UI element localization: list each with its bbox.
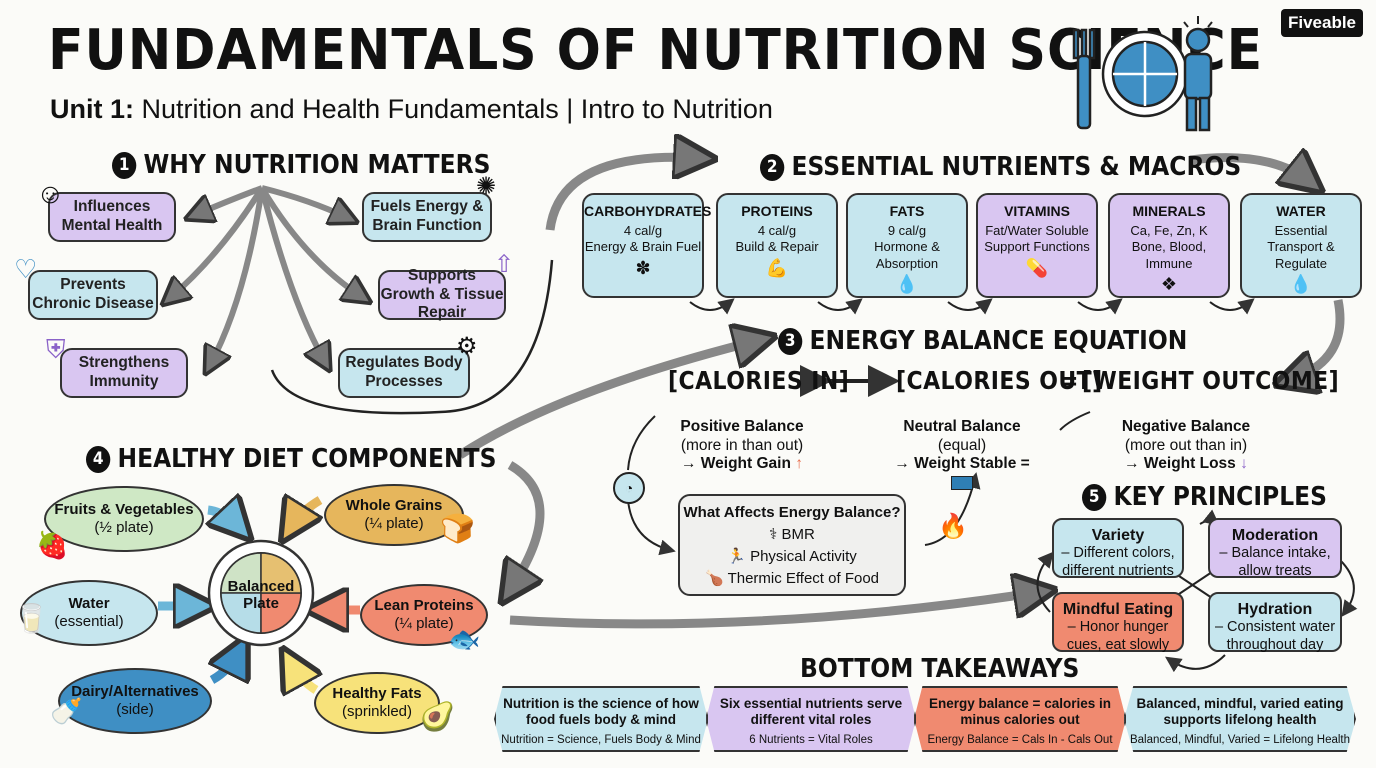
muscle-icon: 💪 <box>765 257 789 278</box>
takeaway-3: Energy balance = calories in minus calor… <box>914 686 1126 752</box>
water-drop-icon: 💧 <box>1289 273 1313 294</box>
section4-number: 4 <box>86 445 111 473</box>
healthy-fats-oval: Healthy Fats(sprinkled) <box>314 672 440 734</box>
fruits-vegetables-oval: Fruits & Vegetables(½ plate) <box>44 486 204 552</box>
energy-factors-title: What Affects Energy Balance? <box>683 504 901 521</box>
body-processes-box: Regulates Body Processes <box>338 348 470 398</box>
avocado-icon: 🥑 <box>420 701 455 732</box>
subtitle-unit: Unit 1: <box>50 94 134 124</box>
positive-balance: Positive Balance (more in than out) → We… <box>680 418 804 473</box>
section2-title: ESSENTIAL NUTRIENTS & MACROS <box>791 152 1242 182</box>
section4-title: HEALTHY DIET COMPONENTS <box>117 444 497 474</box>
milk-bottle-icon: 🍼 <box>50 696 83 726</box>
section3-heading: 3 ENERGY BALANCE EQUATION <box>778 326 1187 356</box>
whole-grains-oval: Whole Grains(¼ plate) <box>324 484 464 546</box>
section3-title: ENERGY BALANCE EQUATION <box>809 326 1188 356</box>
principle-variety: Variety– Different colors, different nut… <box>1052 518 1184 579</box>
calories-out-label: [CALORIES OUT] <box>896 366 1103 395</box>
takeaway-1: Nutrition is the science of how food fue… <box>494 686 708 752</box>
berries-icon: 🍓 <box>36 530 69 560</box>
calories-in-label: [CALORIES IN] <box>668 366 850 395</box>
brand-logo: Fiveable <box>1281 9 1363 37</box>
water-glass-icon: 🥛 <box>14 603 49 634</box>
factor-bmr: ⚕ BMR <box>769 526 815 543</box>
gear-icon: ⚙ <box>456 333 478 360</box>
crystal-icon: ❖ <box>1160 273 1178 294</box>
smiley-icon: ☺ <box>36 178 65 209</box>
water-oval: Water(essential) <box>20 580 158 646</box>
immunity-box: Strengthens Immunity <box>60 348 188 398</box>
subtitle-text: Nutrition and Health Fundamentals | Intr… <box>141 94 773 124</box>
gauge-icon: ◔ <box>613 472 645 504</box>
chronic-disease-box: Prevents Chronic Disease <box>28 270 158 320</box>
weight-outcome-label: [WEIGHT OUTCOME] <box>1082 366 1340 395</box>
droplet-icon: 💧 <box>895 273 919 294</box>
takeaway-2: Six essential nutrients serve different … <box>706 686 916 752</box>
energy-factors-box: What Affects Energy Balance? ⚕ BMR 🏃 Phy… <box>678 494 906 596</box>
equals-sign: = <box>1060 366 1079 395</box>
bread-icon: 🍞 <box>440 513 475 544</box>
takeaway-4: Balanced, mindful, varied eating support… <box>1124 686 1356 752</box>
principle-moderation: Moderation– Balance intake, allow treats <box>1208 518 1342 579</box>
heart-check-icon: ♡ <box>14 254 38 284</box>
up-arrow-icon: ⇧ <box>494 251 515 278</box>
section2-number: 2 <box>760 153 785 181</box>
section5-title: KEY PRINCIPLES <box>1113 482 1327 512</box>
section2-heading: 2 ESSENTIAL NUTRIENTS & MACROS <box>760 152 1241 182</box>
growth-repair-box: Supports Growth & Tissue Repair <box>378 267 506 321</box>
fish-chicken-icon: 🐟 <box>448 624 481 654</box>
nutrition-illustration-icon <box>1072 16 1213 132</box>
neutral-balance: Neutral Balance (equal) → Weight Stable … <box>882 418 1042 492</box>
balanced-plate-icon <box>207 539 315 647</box>
section4-heading: 4 HEALTHY DIET COMPONENTS <box>86 444 496 474</box>
section1-number: 1 <box>112 151 137 179</box>
section3-number: 3 <box>778 327 803 355</box>
food-icon: 🍗 <box>704 569 724 587</box>
shield-icon: ⛨ <box>46 334 66 364</box>
flame-icon: 🔥 <box>938 513 968 540</box>
brain-icon: ✺ <box>476 173 497 200</box>
energy-brain-box: Fuels Energy & Brain Function <box>362 192 492 242</box>
negative-balance: Negative Balance (more out than in) → We… <box>1121 418 1251 473</box>
section1-heading: 1 WHY NUTRITION MATTERS <box>112 150 490 180</box>
section1-title: WHY NUTRITION MATTERS <box>143 150 491 180</box>
pill-icon: 💊 <box>1025 257 1049 278</box>
section5-number: 5 <box>1082 483 1107 511</box>
bmr-icon: ⚕ <box>769 526 778 543</box>
factor-activity: 🏃 Physical Activity <box>727 547 857 565</box>
principle-mindful-eating: Mindful Eating– Honor hunger cues, eat s… <box>1052 592 1184 653</box>
factor-thermic: 🍗 Thermic Effect of Food <box>704 569 880 587</box>
balanced-plate-label: Balanced Plate <box>227 578 295 613</box>
wheat-icon: ✽ <box>635 257 651 278</box>
page-title: FUNDAMENTALS OF NUTRITION SCIENCE <box>48 18 1264 83</box>
lean-proteins-oval: Lean Proteins(¼ plate) <box>360 584 488 646</box>
takeaways-title: BOTTOM TAKEAWAYS <box>800 654 1080 684</box>
dairy-oval: Dairy/Alternatives(side) <box>58 668 212 734</box>
page-subtitle: Unit 1: Nutrition and Health Fundamental… <box>50 94 773 125</box>
section5-heading: 5 KEY PRINCIPLES <box>1082 482 1327 512</box>
runner-icon: 🏃 <box>727 547 746 565</box>
mental-health-box: Influences Mental Health <box>48 192 176 242</box>
principle-hydration: Hydration– Consistent water throughout d… <box>1208 592 1342 653</box>
